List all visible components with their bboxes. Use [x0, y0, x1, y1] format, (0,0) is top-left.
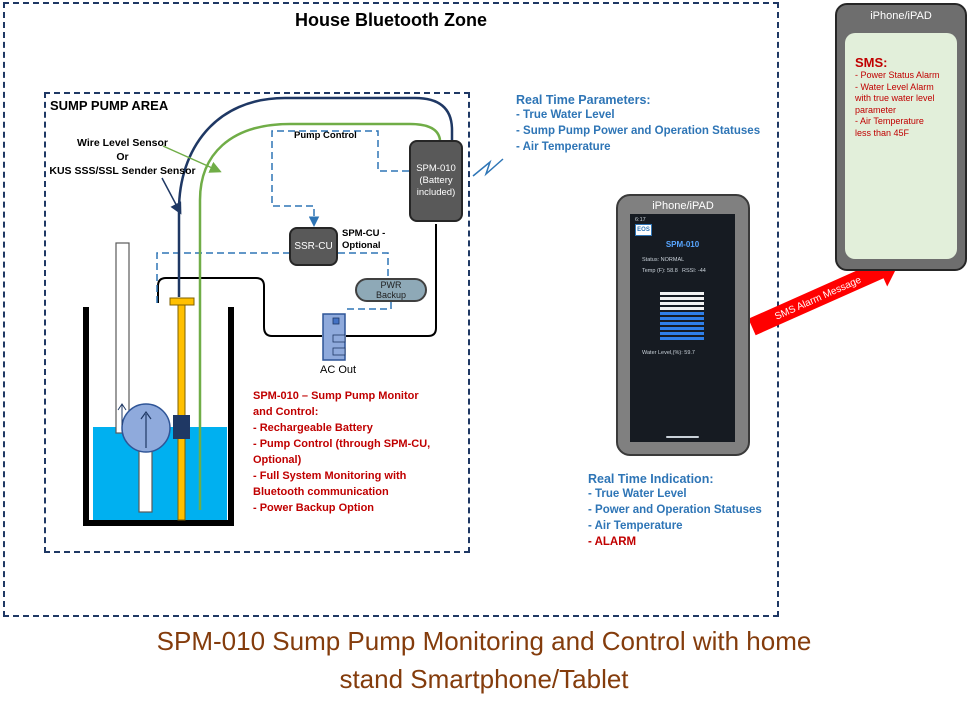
- indication-item: - Air Temperature: [588, 520, 683, 532]
- phone-sms-screen: SMS: - Power Status Alarm - Water Level …: [845, 33, 957, 259]
- pwr-backup-line2: Backup: [375, 290, 407, 300]
- sensor-label-line3: KUS SSS/SSL Sender Sensor: [49, 165, 196, 177]
- spm010-battery: (Battery: [419, 175, 453, 186]
- sump-area-title: SUMP PUMP AREA: [50, 98, 169, 113]
- sump-basin: [83, 307, 234, 526]
- spm-cu-label-line1: SPM-CU -: [342, 228, 386, 239]
- sms-item: - Water Level Alarm: [855, 81, 934, 92]
- pwr-backup-line1: PWR: [380, 280, 402, 290]
- level-bar: [660, 297, 704, 300]
- ssr-to-pwr-line: [338, 252, 389, 277]
- spm-cu-label-line2: Optional: [342, 240, 381, 251]
- figure-caption: SPM-010 Sump Pump Monitoring and Control…: [0, 622, 968, 698]
- sms-arrow-label: SMS Alarm Message: [773, 274, 863, 322]
- eos-logo: EOS: [635, 224, 652, 236]
- spm-description-line: - Pump Control (through SPM-CU,: [253, 438, 431, 450]
- indication-item: - Power and Operation Statuses: [588, 504, 762, 516]
- spm-description-line: Bluetooth communication: [253, 486, 389, 498]
- sms-item: - Air Temperature: [855, 116, 924, 126]
- level-bar: [660, 292, 704, 295]
- phone-main-title: iPhone/iPAD: [652, 200, 714, 212]
- app-rssi: RSSI: -44: [682, 268, 706, 274]
- level-float: [173, 415, 190, 439]
- real-time-indication-title: Real Time Indication:: [588, 472, 714, 486]
- spm010-name: SPM-010: [416, 163, 456, 174]
- pwr-backup-device: PWR Backup: [355, 278, 427, 302]
- phone-time: 6:17: [635, 217, 646, 223]
- caption-line2: stand Smartphone/Tablet: [339, 664, 629, 694]
- real-time-indication: Real Time Indication: - True Water Level…: [588, 472, 762, 550]
- parameter-item: - True Water Level: [516, 109, 615, 121]
- sensor-leader-green: [162, 145, 222, 173]
- pump-flow-arrow: [140, 410, 152, 448]
- spm010-device: SPM-010 (Battery included): [409, 140, 463, 222]
- level-sensor-cap: [169, 297, 195, 306]
- pipe-flow-arrow: [117, 403, 127, 425]
- parameter-item: - Sump Pump Power and Operation Statuses: [516, 125, 761, 137]
- indication-item: - True Water Level: [588, 488, 687, 500]
- app-status: Status: NORMAL: [642, 257, 685, 263]
- sensor-label: Wire Level Sensor Or KUS SSS/SSL Sender …: [40, 136, 205, 178]
- sump-pump-area: [44, 92, 470, 553]
- parameter-item: - Air Temperature: [516, 141, 611, 153]
- level-bar: [660, 312, 704, 315]
- level-bar: [660, 322, 704, 325]
- level-bar: [660, 307, 704, 310]
- spm-description: SPM-010 – Sump Pump Monitor and Control:…: [253, 388, 430, 516]
- water-level-gauge: [660, 292, 704, 342]
- real-time-parameters-title: Real Time Parameters:: [516, 93, 651, 107]
- sms-item: with true water level: [855, 93, 935, 103]
- spm-description-line: - Rechargeable Battery: [253, 422, 373, 434]
- real-time-parameters: Real Time Parameters: - True Water Level…: [516, 93, 760, 155]
- spm-cu-label: SPM-CU - Optional: [342, 228, 385, 252]
- level-bar: [660, 337, 704, 340]
- level-bar: [660, 317, 704, 320]
- level-bar: [660, 332, 704, 335]
- level-bar: [660, 302, 704, 305]
- app-water-level: Water Level,(%): 59.7: [642, 350, 695, 356]
- phone-sms-title: iPhone/iPAD: [870, 10, 932, 22]
- sensor-cable-dark: [177, 96, 454, 297]
- sms-item: parameter: [855, 104, 897, 115]
- pump-control-signal: [271, 130, 409, 227]
- sensor-leader-dark: [161, 177, 182, 215]
- app-temp: Temp (F): 58.8: [642, 268, 678, 274]
- sms-item: less than 45F: [855, 127, 910, 138]
- phone-main-screen: 6:17 EOS SPM-010 Status: NORMAL Temp (F)…: [630, 214, 735, 442]
- wireless-signal-icon: [472, 158, 504, 177]
- spm-description-line: and Control:: [253, 406, 319, 418]
- ssr-cu-device: SSR-CU: [289, 227, 338, 266]
- sensor-label-line1: Wire Level Sensor: [77, 137, 168, 149]
- ac-out-socket: [322, 313, 346, 361]
- app-title: SPM-010: [665, 240, 700, 249]
- pump-control-label: Pump Control: [294, 130, 357, 141]
- indication-alarm: - ALARM: [588, 536, 637, 548]
- sensor-cable-green: [198, 122, 442, 510]
- spm-description-line: Optional): [253, 454, 302, 466]
- spm-power-cable: [346, 224, 437, 337]
- pump-power-cable: [157, 277, 322, 337]
- sms-item: - Power Status Alarm: [855, 70, 940, 80]
- level-sensor-rod: [177, 301, 186, 521]
- spm-description-line: - Full System Monitoring with: [253, 470, 407, 482]
- level-bar: [660, 327, 704, 330]
- house-zone-title: House Bluetooth Zone: [295, 10, 487, 30]
- spm010-included: included): [416, 187, 456, 198]
- spm-description-line: - Power Backup Option: [253, 502, 375, 514]
- sms-title: SMS:: [855, 55, 888, 70]
- home-indicator: [666, 436, 699, 438]
- ac-out-label: AC Out: [320, 364, 357, 376]
- pwr-to-acout-line: [346, 302, 392, 310]
- spm-description-line: SPM-010 – Sump Pump Monitor: [253, 390, 419, 402]
- sump-pit: [83, 307, 234, 526]
- pump-control-line: [156, 252, 290, 303]
- sensor-label-line2: Or: [116, 151, 129, 163]
- caption-line1: SPM-010 Sump Pump Monitoring and Control…: [156, 626, 812, 656]
